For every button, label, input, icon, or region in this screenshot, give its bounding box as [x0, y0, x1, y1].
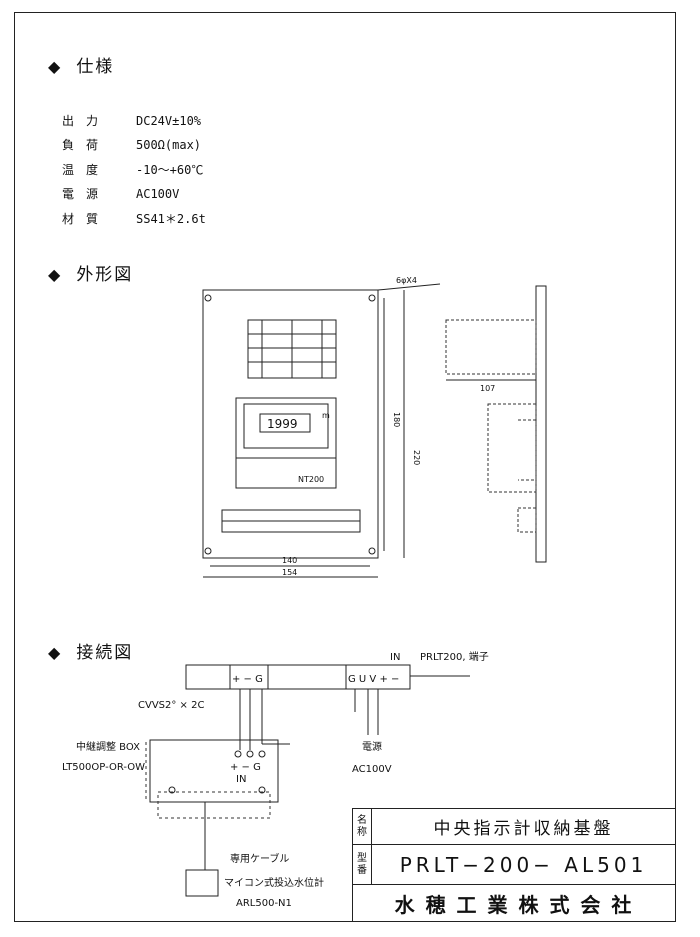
company-row: 水 穂 工 業 株 式 会 社 — [353, 885, 675, 921]
company-name: 水 穂 工 業 株 式 会 社 — [394, 892, 634, 917]
dim-inner-h: 180 — [392, 412, 401, 427]
spec-row: 温度-10〜+60℃ — [62, 163, 204, 177]
side-indicator-dashed — [487, 403, 537, 493]
diamond-icon: ◆ — [48, 265, 63, 284]
mount-hole — [204, 547, 212, 555]
power-label: 電源 — [362, 740, 382, 753]
diamond-icon: ◆ — [48, 57, 63, 76]
panel-label: NT200 — [298, 475, 324, 484]
hole-note: 6φX4 — [396, 276, 417, 285]
box-terminal — [234, 750, 242, 758]
in-label: IN — [390, 652, 400, 663]
dedicated-cable: 専用ケーブル — [230, 852, 289, 865]
drawing-name: 中央指示計収納基盤 — [433, 819, 614, 839]
relay-box-dashed — [157, 791, 271, 819]
side-terminal-dashed — [517, 507, 537, 533]
terminal-board — [185, 664, 411, 690]
indicator-face — [243, 403, 329, 449]
display-reading: 1999 — [267, 417, 298, 431]
dim-side: 107 — [480, 384, 495, 393]
side-relay-dashed — [445, 319, 537, 375]
level-sensor — [185, 869, 219, 897]
side-plate — [535, 285, 547, 563]
drawing-frame — [14, 12, 676, 922]
model-row: 型番 PRLT−200− AL501 — [353, 845, 675, 885]
relay-model: LT500OP-OR-OW — [62, 762, 145, 773]
diamond-icon: ◆ — [48, 643, 63, 662]
mount-hole — [204, 294, 212, 302]
mount-hole — [368, 547, 376, 555]
indicator-housing — [235, 397, 337, 489]
terminal-note: PRLT200, 端子 — [420, 650, 489, 663]
box-terminal — [258, 750, 266, 758]
display-unit: m — [322, 411, 330, 420]
power-value: AC100V — [352, 764, 392, 775]
dim-inner-w: 140 — [282, 556, 297, 565]
spec-heading: ◆仕様 — [48, 57, 115, 77]
sensor-name: マイコン式投込水位計 — [224, 876, 324, 889]
name-row: 名称 中央指示計収納基盤 — [353, 809, 675, 845]
cable-spec: CVVS2° × 2C — [138, 700, 204, 711]
outline-heading: ◆外形図 — [48, 265, 134, 285]
relay-box — [149, 739, 279, 803]
terminal-right: G U V + − — [348, 674, 399, 685]
box-in-label: IN — [236, 774, 246, 785]
wiring-heading: ◆接続図 — [48, 643, 134, 663]
terminal-left: + − G — [232, 674, 263, 685]
title-block: 名称 中央指示計収納基盤 型番 PRLT−200− AL501 水 穂 工 業 … — [352, 808, 676, 922]
box-terminal — [246, 750, 254, 758]
mount-hole — [368, 294, 376, 302]
display-window — [259, 413, 311, 433]
relay-box-label: 中継調整 BOX — [76, 740, 140, 753]
box-terminals: + − G — [230, 762, 261, 773]
sensor-model: ARL500-N1 — [236, 898, 292, 909]
dim-outer-h: 220 — [412, 450, 421, 465]
model-number: PRLT−200− AL501 — [399, 852, 648, 877]
base-plate — [202, 289, 379, 559]
dim-outer-w: 154 — [282, 568, 297, 577]
